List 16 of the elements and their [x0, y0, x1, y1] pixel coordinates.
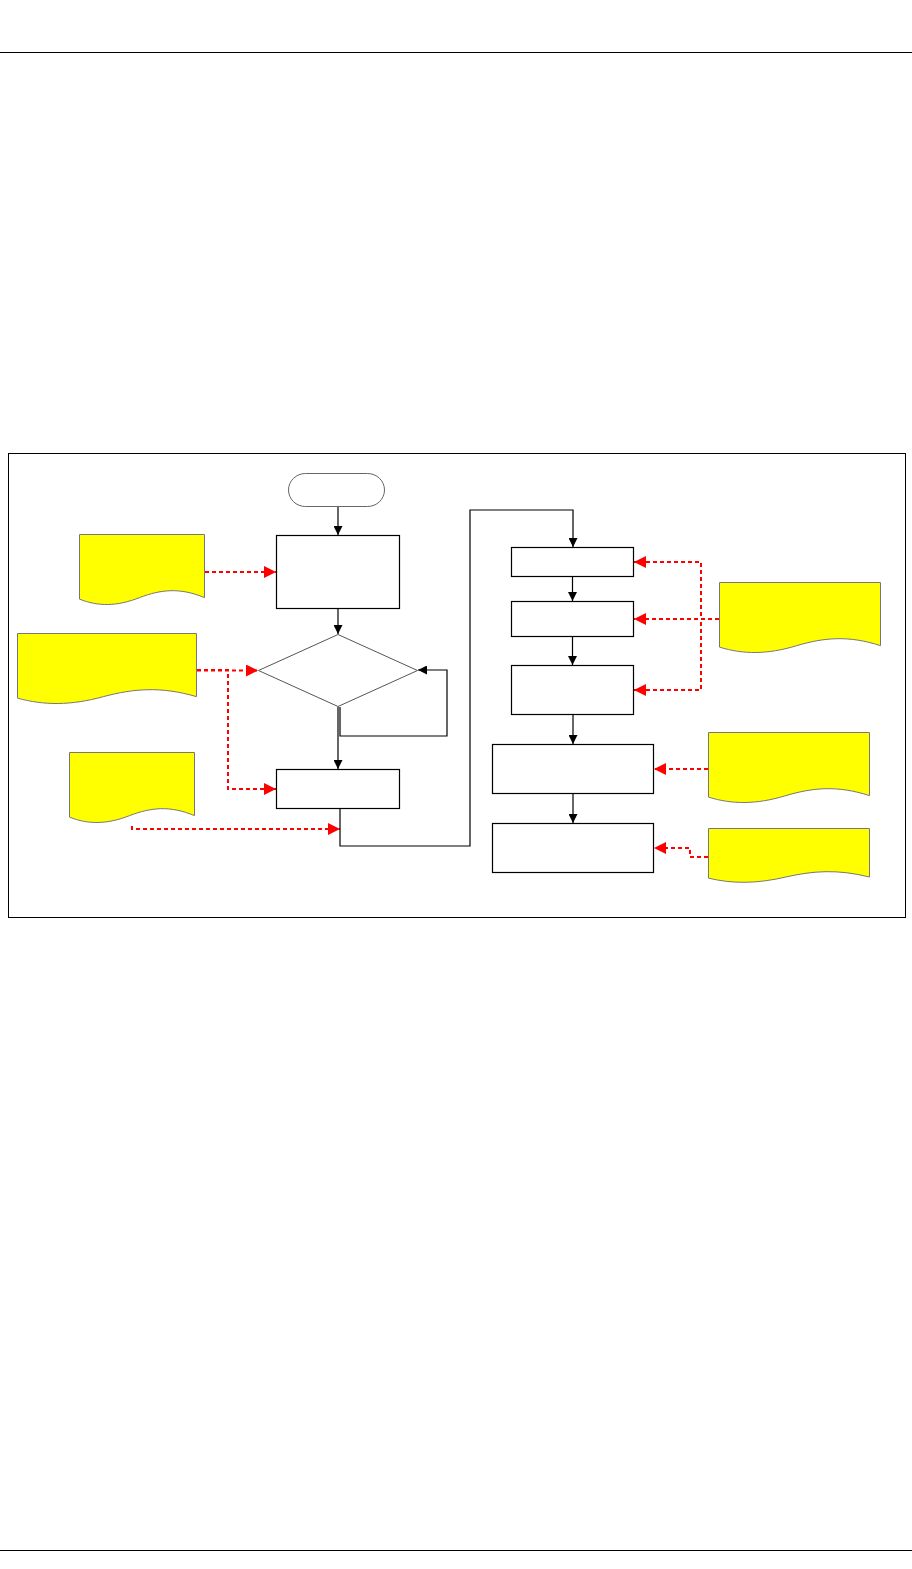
arrow [196, 664, 259, 677]
arrow [653, 763, 709, 775]
arrow [333, 608, 343, 635]
arrow [568, 714, 578, 745]
arrow [568, 793, 578, 824]
arrow [653, 842, 709, 858]
arrow [568, 576, 577, 602]
arrow [204, 566, 277, 578]
arrow [633, 618, 720, 696]
arrow [333, 706, 343, 770]
arrow [333, 506, 343, 536]
arrow [131, 823, 341, 835]
arrow [568, 636, 577, 666]
arrow [339, 665, 448, 737]
arrow [339, 509, 578, 847]
arrow [196, 669, 277, 795]
